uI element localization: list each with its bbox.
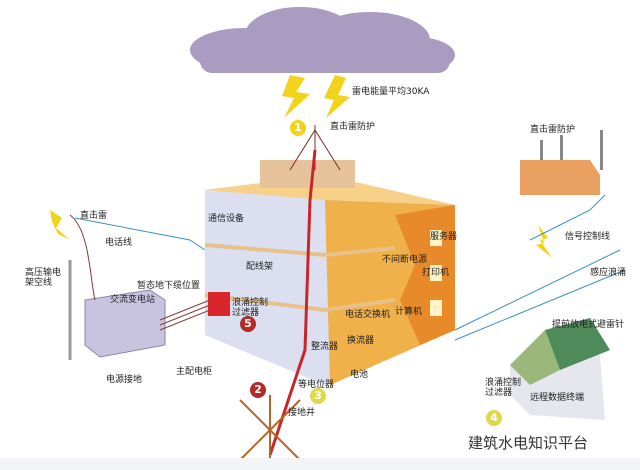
surge-filter-box <box>208 292 230 316</box>
label-equipotential: 等电位器 <box>298 380 335 390</box>
label-inverter: 换流器 <box>347 336 375 346</box>
label-rectifier: 整流器 <box>311 342 339 352</box>
signal-lines <box>74 194 626 341</box>
marker-4: 4 <box>486 410 502 426</box>
label-battery: 电池 <box>350 370 369 380</box>
label-computer: 计算机 <box>395 307 423 317</box>
ground-rods <box>239 395 301 461</box>
label-main-panel: 主配电柜 <box>176 367 213 377</box>
remote-house <box>510 318 610 420</box>
label-direct-strike: 直击雷 <box>80 211 108 221</box>
label-induced-surge: 感应浪涌 <box>590 268 627 278</box>
main-building <box>204 160 455 385</box>
label-comm-equipment: 通信设备 <box>208 214 245 224</box>
storm-cloud <box>190 7 455 73</box>
watermark: 建筑水电知识平台 <box>468 434 589 452</box>
substation-box <box>84 289 166 358</box>
factory <box>520 130 603 195</box>
footer-strip <box>0 458 640 470</box>
label-server: 服务器 <box>430 232 458 242</box>
marker-3: 3 <box>310 388 326 404</box>
marker-2: 2 <box>250 382 266 398</box>
label-surge-filter-remote: 浪涌控制 过滤器 <box>485 378 522 398</box>
label-pbx: 电话交换机 <box>345 310 391 320</box>
label-direct-protect-main: 直击雷防护 <box>330 122 376 132</box>
label-ese-rod: 提前放电式避雷针 <box>552 320 625 330</box>
label-hv-line: 高压输电 架空线 <box>25 268 62 288</box>
label-signal-line: 信号控制线 <box>565 232 611 242</box>
label-power-ground: 电源接地 <box>106 375 143 385</box>
label-transient-cable: 暂态地下缆位置 <box>137 281 201 291</box>
label-substation: 交流变电站 <box>110 295 156 305</box>
label-phone-line: 电话线 <box>105 238 133 248</box>
label-direct-protect-right: 直击雷防护 <box>530 125 576 135</box>
label-distribution-frame: 配线架 <box>246 262 274 272</box>
label-surge-filter-main: 浪涌控制 过滤器 <box>232 298 269 318</box>
label-rtu: 远程数据终端 <box>530 393 585 403</box>
label-energy: 雷电能量平均30KA <box>352 87 430 97</box>
label-printer: 打印机 <box>422 268 450 278</box>
label-ups: 不间断电源 <box>382 255 428 265</box>
label-ground-well: 接地井 <box>288 408 316 418</box>
down-conductor <box>268 149 317 456</box>
marker-5: 5 <box>240 316 256 332</box>
marker-1: 1 <box>290 120 306 136</box>
lightning-bolts <box>50 75 552 258</box>
